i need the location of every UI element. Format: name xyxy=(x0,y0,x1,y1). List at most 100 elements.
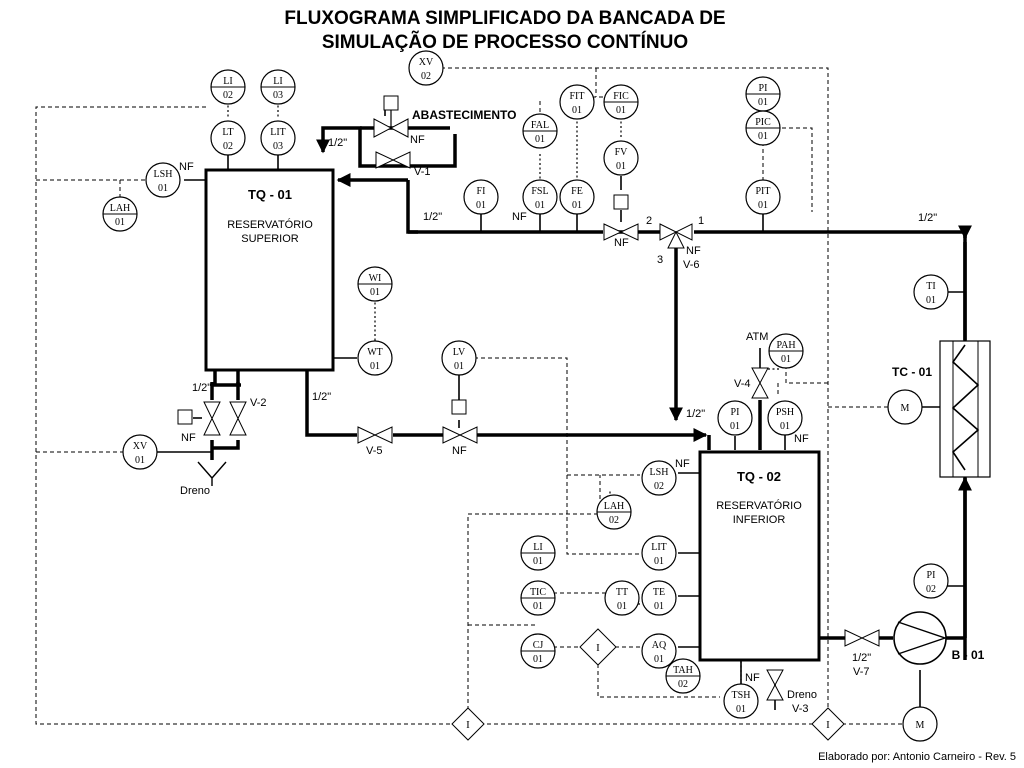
nf-xv01: NF xyxy=(181,432,196,444)
interlock-diamonds: I I I xyxy=(451,628,845,741)
instrument-fe01-tag: FE xyxy=(571,186,583,197)
instrument-xv02-tag: XV xyxy=(419,57,434,68)
instrument-ti01-tag: TI xyxy=(926,281,935,292)
instrument-fv01: FV 01 xyxy=(603,140,639,176)
svg-text:I: I xyxy=(596,642,600,654)
text-labels: ABASTECIMENTO NF V-1 1/2" NF 1/2" NF NF … xyxy=(179,108,937,715)
instrument-fit01-tag: FIT xyxy=(570,91,585,102)
instrument-psh01-number: 01 xyxy=(780,421,790,432)
instrument-li02: LI 02 xyxy=(210,69,246,105)
instrument-pi01b-number: 01 xyxy=(730,421,740,432)
instrument-lah02-number: 02 xyxy=(609,515,619,526)
instrument-li02-number: 02 xyxy=(223,90,233,101)
tank-tq02-tag: TQ - 02 xyxy=(737,469,781,484)
instrument-fal01-tag: FAL xyxy=(531,120,549,131)
half-tq01-left: 1/2" xyxy=(192,382,211,394)
instrument-lit01-tag: LIT xyxy=(651,542,667,553)
instrument-fv01-number: 01 xyxy=(616,161,626,172)
instrument-xv02: XV 02 xyxy=(408,50,444,86)
instrument-m_b-tag: M xyxy=(916,720,925,731)
nf-v6: NF xyxy=(686,245,701,257)
instrument-pi01a-number: 01 xyxy=(758,97,768,108)
instrument-cj01-number: 01 xyxy=(533,654,543,665)
instrument-lsh01: LSH 01 xyxy=(145,162,181,198)
instrument-aq01-number: 01 xyxy=(654,654,664,665)
instrument-te01: TE 01 xyxy=(641,580,677,616)
instrument-pi02-tag: PI xyxy=(927,570,936,581)
instrument-fic01-tag: FIC xyxy=(613,91,629,102)
instrument-m_b: M xyxy=(902,706,938,742)
tank-tq02-label1: RESERVATÓRIO xyxy=(716,499,802,512)
instrument-te01-tag: TE xyxy=(653,587,665,598)
svg-text:I: I xyxy=(826,719,830,731)
valve-v2 xyxy=(229,401,247,436)
instrument-pah01-number: 01 xyxy=(781,354,791,365)
half-tq02: 1/2" xyxy=(686,408,705,420)
interlock-diamond-left: I xyxy=(451,707,485,741)
nf-lsh01: NF xyxy=(179,161,194,173)
valve-v1 xyxy=(375,151,411,169)
instrument-fv01-tag: FV xyxy=(615,147,629,158)
instrument-fe01-number: 01 xyxy=(572,200,582,211)
instrument-lsh02: LSH 02 xyxy=(641,460,677,496)
valve-fv01 xyxy=(603,194,639,241)
instrument-lt02-tag: LT xyxy=(222,127,233,138)
instrument-m_tc: M xyxy=(887,389,923,425)
tank-tq02: TQ - 02 RESERVATÓRIO INFERIOR xyxy=(698,450,821,662)
port1-label: 1 xyxy=(698,215,704,227)
instrument-li02-tag: LI xyxy=(223,76,232,87)
instrument-bubbles: LI02LI03LT02LIT03LSH01LAH01XV02FAL01FIT0… xyxy=(102,50,949,742)
instrument-m_tc-tag: M xyxy=(901,403,910,414)
instrument-tt01-number: 01 xyxy=(617,601,627,612)
nf-lv01: NF xyxy=(452,445,467,457)
abastecimento-label: ABASTECIMENTO xyxy=(412,108,516,122)
instrument-lsh02-tag: LSH xyxy=(650,467,669,478)
instrument-lsh01-tag: LSH xyxy=(154,169,173,180)
signal-lines xyxy=(35,67,904,725)
instrument-lv01-tag: LV xyxy=(453,347,466,358)
interlock-diamond-right: I xyxy=(811,707,845,741)
instrument-pic01-number: 01 xyxy=(758,131,768,142)
instrument-xv02-number: 02 xyxy=(421,71,431,82)
half-right: 1/2" xyxy=(918,212,937,224)
diagram-title-line2: SIMULAÇÃO DE PROCESSO CONTÍNUO xyxy=(322,31,688,53)
instrument-pit01-tag: PIT xyxy=(756,186,771,197)
dreno-left: Dreno xyxy=(180,485,210,497)
instrument-li03-tag: LI xyxy=(273,76,282,87)
half-tq01-right: 1/2" xyxy=(312,391,331,403)
atm-label: ATM xyxy=(746,331,768,343)
instrument-te01-number: 01 xyxy=(654,601,664,612)
valve-v7 xyxy=(844,629,880,647)
instrument-fit01-number: 01 xyxy=(572,105,582,116)
nf-psh01: NF xyxy=(794,433,809,445)
valve-v6 xyxy=(659,223,693,249)
instrument-tsh01-tag: TSH xyxy=(732,690,751,701)
dreno-right: Dreno xyxy=(787,689,817,701)
instrument-fsl01-number: 01 xyxy=(535,200,545,211)
v1-label: V-1 xyxy=(414,166,431,178)
instrument-lsh01-number: 01 xyxy=(158,183,168,194)
instrument-lsh02-number: 02 xyxy=(654,481,664,492)
instrument-xv01-number: 01 xyxy=(135,455,145,466)
valve-lv01 xyxy=(442,399,478,444)
v7-label: V-7 xyxy=(853,666,870,678)
instrument-wt01-tag: WT xyxy=(367,347,383,358)
nf-lsh02: NF xyxy=(675,458,690,470)
